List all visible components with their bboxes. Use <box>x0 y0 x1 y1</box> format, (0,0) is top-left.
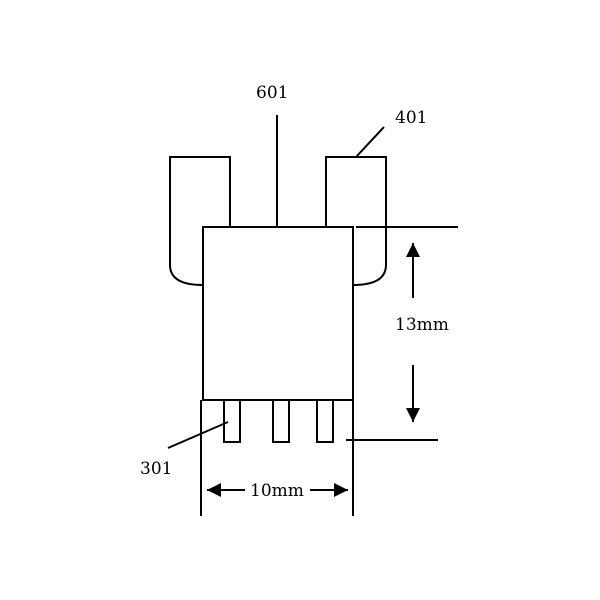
pin-middle <box>272 399 290 443</box>
leader-401 <box>355 126 385 158</box>
dimension-lines <box>200 226 458 516</box>
component-body <box>202 226 354 401</box>
label-301: 301 <box>140 459 172 479</box>
label-width-10mm: 10mm <box>250 481 304 501</box>
labels: 601 401 301 13mm 10mm <box>140 83 449 501</box>
label-601: 601 <box>256 83 288 103</box>
label-height-13mm: 13mm <box>395 315 449 335</box>
pin-right <box>316 399 334 443</box>
leader-301 <box>167 421 229 449</box>
left-ear <box>169 156 231 286</box>
right-ear <box>325 156 387 286</box>
leader-lines <box>167 115 385 449</box>
label-401: 401 <box>395 108 427 128</box>
pin-left <box>223 399 241 443</box>
